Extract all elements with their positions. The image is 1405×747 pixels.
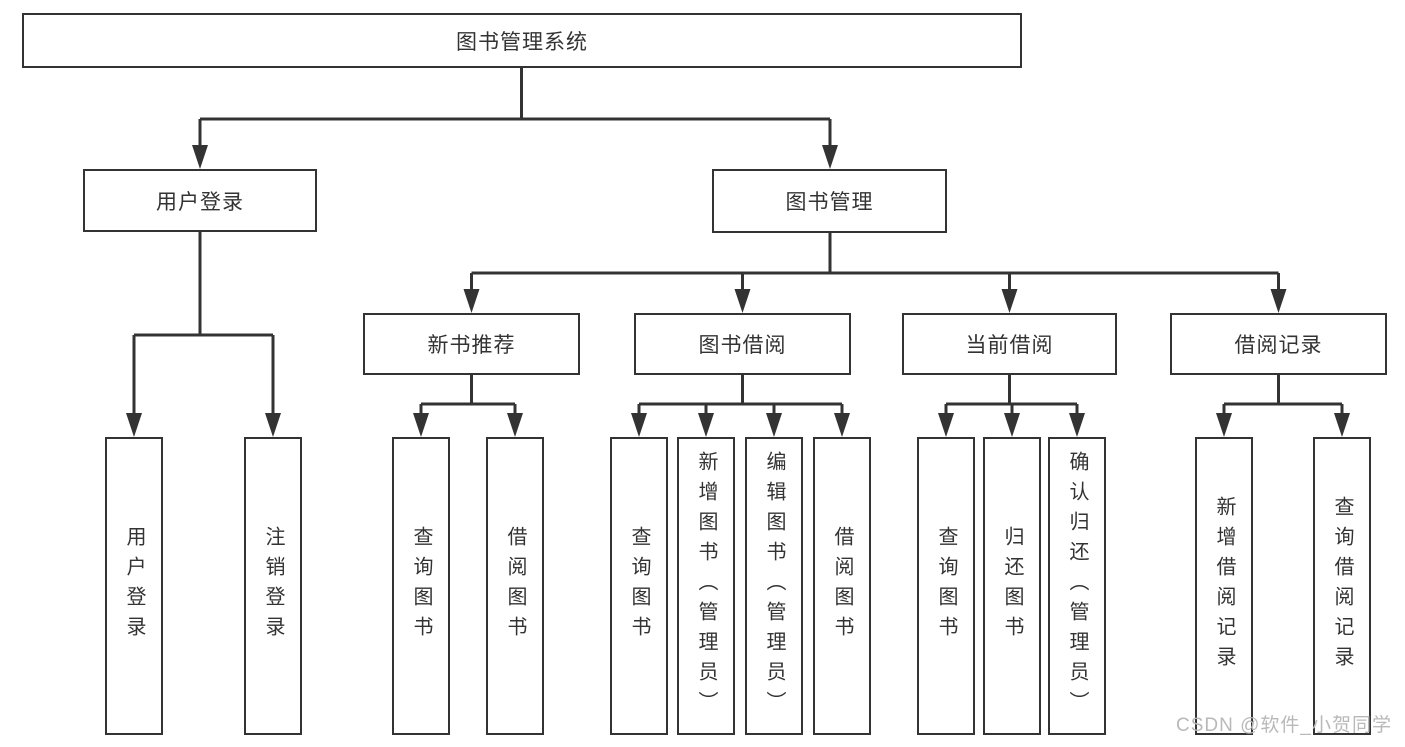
leaf-add-borrow-record-label: 新增借阅记录 <box>1213 496 1235 676</box>
node-current-borrow: 当前借阅 <box>902 313 1117 375</box>
leaf-edit-book-admin-label: 编辑图书（管理员） <box>763 451 785 721</box>
leaf-query-book-label: 查询图书 <box>935 526 957 646</box>
leaf-query-book-label: 查询图书 <box>410 526 432 646</box>
leaf-logout: 注销登录 <box>244 437 302 735</box>
node-book-management-label: 图书管理 <box>785 191 874 214</box>
leaf-query-book: 查询图书 <box>610 437 668 735</box>
node-borrow-record-label: 借阅记录 <box>1234 334 1323 357</box>
leaf-borrow-book: 借阅图书 <box>486 437 544 735</box>
leaf-return-book: 归还图书 <box>983 437 1041 735</box>
leaf-query-book: 查询图书 <box>392 437 450 735</box>
leaf-borrow-book-label: 借阅图书 <box>831 526 853 646</box>
node-root-system: 图书管理系统 <box>22 13 1022 68</box>
connector-book-borrow-to-leaves <box>631 375 850 437</box>
connector-user-login-to-leaves <box>126 232 281 437</box>
connector-current-borrow-to-leaves <box>938 375 1085 437</box>
leaf-add-book-admin: 新增图书（管理员） <box>677 437 735 735</box>
leaf-add-book-admin-label: 新增图书（管理员） <box>695 451 717 721</box>
leaf-edit-book-admin: 编辑图书（管理员） <box>745 437 803 735</box>
node-new-book-recommend-label: 新书推荐 <box>427 334 516 357</box>
node-root-system-label: 图书管理系统 <box>456 30 588 54</box>
leaf-query-borrow-record: 查询借阅记录 <box>1313 437 1371 735</box>
leaf-return-book-label: 归还图书 <box>1001 526 1023 646</box>
connector-root-to-level2 <box>192 68 838 169</box>
leaf-query-borrow-record-label: 查询借阅记录 <box>1331 496 1353 676</box>
leaf-confirm-return-admin: 确认归还（管理员） <box>1048 437 1106 735</box>
leaf-borrow-book-label: 借阅图书 <box>504 526 526 646</box>
node-book-management: 图书管理 <box>712 169 947 233</box>
node-user-login-label: 用户登录 <box>156 190 244 214</box>
node-current-borrow-label: 当前借阅 <box>965 334 1054 357</box>
leaf-borrow-book: 借阅图书 <box>813 437 871 735</box>
node-new-book-recommend: 新书推荐 <box>363 313 580 375</box>
node-book-borrow: 图书借阅 <box>634 313 851 375</box>
leaf-add-borrow-record: 新增借阅记录 <box>1195 437 1253 735</box>
connector-new-book-recommend-to-leaves <box>413 375 523 437</box>
leaf-confirm-return-admin-label: 确认归还（管理员） <box>1066 451 1088 721</box>
leaf-user-login: 用户登录 <box>105 437 163 735</box>
connector-book-management-to-level3 <box>463 233 1287 313</box>
leaf-logout-label: 注销登录 <box>262 526 284 646</box>
leaf-query-book: 查询图书 <box>917 437 975 735</box>
csdn-watermark: CSDN @软件_小贺同学 <box>1176 715 1392 736</box>
node-book-borrow-label: 图书借阅 <box>698 334 787 357</box>
node-borrow-record: 借阅记录 <box>1170 313 1387 375</box>
leaf-user-login-label: 用户登录 <box>123 526 145 646</box>
connector-borrow-record-to-leaves <box>1216 375 1350 437</box>
leaf-query-book-label: 查询图书 <box>628 526 650 646</box>
node-user-login: 用户登录 <box>83 169 317 232</box>
